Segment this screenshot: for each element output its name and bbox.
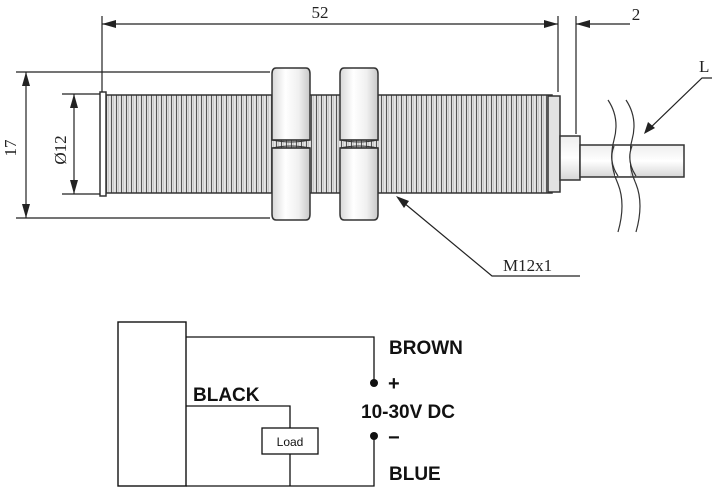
load-label: Load xyxy=(277,435,304,449)
dim-diameter-label: Ø12 xyxy=(51,135,70,164)
nut-left xyxy=(271,67,311,221)
blue-wire-label: BLUE xyxy=(389,464,441,485)
thread-spec-label: M12x1 xyxy=(503,256,552,275)
dim-height-label: 17 xyxy=(1,139,20,157)
black-wire-label: BLACK xyxy=(193,385,260,406)
dim-gap-label: 2 xyxy=(632,5,641,24)
brown-wire-label: BROWN xyxy=(389,338,463,359)
voltage-label: 10-30V DC xyxy=(361,402,455,423)
negative-terminal xyxy=(370,432,378,440)
nut-right xyxy=(339,67,379,221)
positive-terminal xyxy=(370,379,378,387)
dim-length-label: 52 xyxy=(312,3,329,22)
sensor-block xyxy=(117,321,187,487)
minus-symbol: − xyxy=(388,427,400,449)
dimension-arrows xyxy=(22,20,655,218)
load-box xyxy=(261,427,319,455)
cable-end xyxy=(559,99,685,233)
dimension-lines xyxy=(16,16,712,277)
threaded-body xyxy=(99,91,561,197)
plus-symbol: + xyxy=(388,373,400,395)
dim-cable-label: L xyxy=(699,57,709,76)
wiring-diagram xyxy=(117,321,378,487)
